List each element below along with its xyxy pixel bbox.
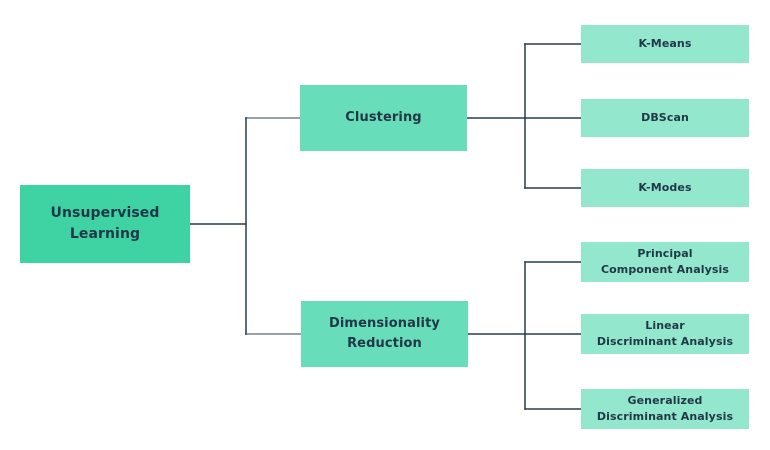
- node-clustering: Clustering: [300, 85, 467, 151]
- node-label-line: Clustering: [345, 110, 422, 125]
- node-label-line: K-Means: [638, 37, 692, 50]
- node-label-line: Generalized: [627, 394, 703, 407]
- node-generalized-discriminant-analysis: Generalized Discriminant Analysis: [581, 389, 749, 429]
- node-label-line: Component Analysis: [600, 263, 730, 276]
- node-k-means: K-Means: [581, 25, 749, 63]
- node-label-line: K-Modes: [638, 181, 692, 194]
- node-principal-component-analysis: Principal Component Analysis: [581, 242, 749, 282]
- node-dbscan: DBScan: [581, 99, 749, 137]
- node-label-line: Discriminant Analysis: [596, 335, 734, 348]
- node-label-line: DBScan: [641, 111, 689, 124]
- node-label-line: Unsupervised: [50, 205, 160, 221]
- node-k-modes: K-Modes: [581, 169, 749, 207]
- node-dimensionality-reduction: Dimensionality Reduction: [301, 301, 468, 367]
- node-unsupervised-learning: Unsupervised Learning: [20, 185, 190, 263]
- node-label-line: Principal: [637, 247, 693, 260]
- node-label-line: Learning: [69, 226, 141, 242]
- node-label-line: Dimensionality: [328, 316, 441, 331]
- node-label-line: Discriminant Analysis: [596, 410, 734, 423]
- node-label-line: Linear: [645, 319, 685, 332]
- node-linear-discriminant-analysis: Linear Discriminant Analysis: [581, 314, 749, 354]
- node-label-line: Reduction: [347, 336, 422, 351]
